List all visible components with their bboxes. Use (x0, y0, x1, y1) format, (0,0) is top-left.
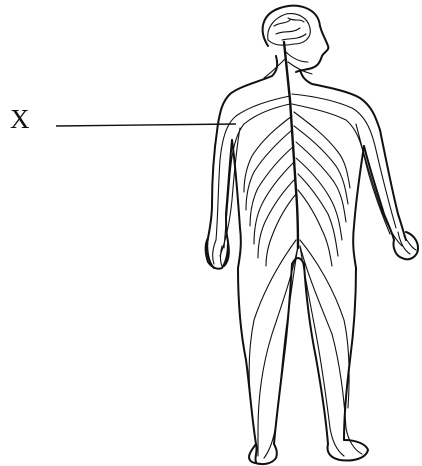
right-shoulder-outline (300, 70, 380, 130)
torso-left-outline (232, 140, 241, 268)
left-foot-outline (249, 444, 277, 464)
nerves (213, 52, 416, 458)
torso-right-outline (353, 146, 364, 268)
left-shoulder-outline (218, 56, 277, 124)
pointer-line-x (56, 124, 236, 126)
right-foot-outline (328, 440, 369, 461)
head-outline (263, 6, 329, 72)
brain (268, 14, 311, 46)
